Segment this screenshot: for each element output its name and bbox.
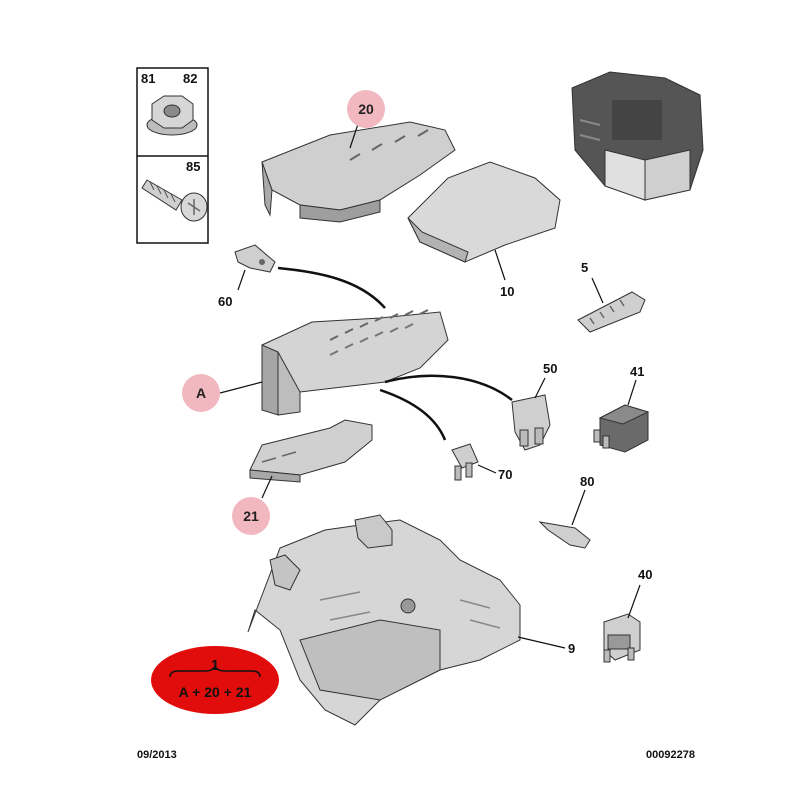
callout-bubble-20: 20 [347, 90, 385, 128]
callout-50: 50 [543, 361, 557, 376]
callout-40: 40 [638, 567, 652, 582]
part-9-tray: 9 [247, 514, 575, 726]
bubble-a-bg [182, 374, 220, 412]
callout-20: 20 [358, 101, 374, 117]
callout-10: 10 [500, 284, 514, 299]
callout-9: 9 [568, 641, 575, 656]
hardware-box: 81 82 85 [136, 67, 209, 244]
bubble-21-bg [232, 497, 270, 535]
callout-5: 5 [581, 260, 588, 275]
assembly-badge-bottom: A + 20 + 21 [179, 684, 252, 700]
callout-bubble-21: 21 [232, 497, 270, 535]
callout-60: 60 [218, 294, 232, 309]
assembly-badge: 1 A + 20 + 21 [151, 646, 279, 714]
wire-to-70 [379, 388, 447, 441]
part-20-upper-cover [261, 117, 456, 223]
part-70-fuse: 70 [451, 443, 512, 482]
footer-ref: 00092278 [646, 749, 695, 761]
assembly-badge-bg [151, 646, 279, 714]
bsi-module [571, 71, 704, 201]
part-50-fuse: 50 [511, 361, 557, 451]
callout-80: 80 [580, 474, 594, 489]
callout-41: 41 [630, 364, 644, 379]
callout-bubble-a: A [182, 374, 220, 412]
self-tapping-screw-icon [141, 179, 208, 222]
part-41-relay: 41 [593, 364, 650, 453]
callout-21: 21 [243, 508, 259, 524]
callout-70: 70 [498, 467, 512, 482]
callout-85: 85 [186, 159, 200, 174]
part-21-bracket [249, 419, 373, 499]
callout-81: 81 [141, 71, 155, 86]
part-5-connector-strip: 5 [577, 260, 646, 333]
part-a-fusebox [219, 309, 449, 416]
callout-82: 82 [183, 71, 197, 86]
part-10-lid: 10 [407, 161, 561, 299]
bubble-20-bg [347, 90, 385, 128]
part-60-strap: 60 [218, 244, 386, 309]
footer-date: 09/2013 [137, 749, 177, 761]
part-80-clip: 80 [538, 474, 594, 549]
callout-a: A [196, 385, 206, 401]
wire-to-50 [384, 374, 513, 401]
part-40-relay: 40 [603, 567, 652, 663]
flange-nut-icon [146, 95, 198, 136]
